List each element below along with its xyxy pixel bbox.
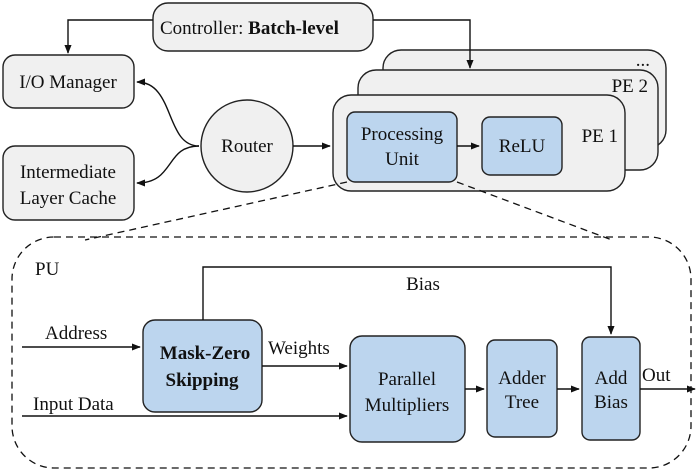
io-manager-box — [2, 54, 135, 109]
bias-arrow — [202, 266, 615, 335]
processing-unit-line1: Processing — [361, 124, 444, 145]
controller-mode: Batch-level — [248, 18, 339, 39]
add-bias-line1: Add — [595, 368, 628, 389]
io-router-link — [136, 78, 200, 147]
input-data-label: Input Data — [33, 394, 114, 415]
pu-label: PU — [35, 259, 60, 280]
controller-box — [152, 2, 374, 52]
out-label: Out — [642, 365, 671, 386]
controller-to-pe-arrow — [373, 19, 474, 69]
router-label: Router — [221, 136, 273, 157]
io-manager-label: I/O Manager — [19, 72, 117, 93]
cache-label-line1: Intermediate — [20, 162, 116, 183]
processing-unit-line2: Unit — [385, 149, 420, 170]
adder-line2: Tree — [505, 392, 539, 413]
pe2-label: PE 2 — [612, 76, 648, 97]
controller-to-io-arrow — [64, 19, 153, 54]
cache-box — [2, 145, 135, 221]
adder-line1: Adder — [498, 368, 546, 389]
pu-container — [11, 236, 692, 469]
processing-unit-box — [346, 111, 458, 183]
address-label: Address — [45, 323, 107, 344]
pe1-label: PE 1 — [582, 126, 618, 147]
zoom-line-right — [456, 181, 613, 241]
mask-zero-line1: Mask-Zero — [160, 343, 250, 364]
controller-prefix: Controller: — [160, 18, 248, 39]
bias-label: Bias — [406, 274, 440, 295]
zoom-line-left — [84, 181, 348, 241]
cache-label-line2: Layer Cache — [20, 188, 117, 209]
pe-more-label: ... — [636, 50, 650, 71]
weights-label: Weights — [268, 338, 330, 359]
mask-zero-box — [142, 319, 263, 413]
controller-label: Controller: Batch-level — [160, 18, 339, 39]
add-bias-line2: Bias — [594, 392, 628, 413]
cache-router-link — [136, 145, 200, 187]
relu-label: ReLU — [499, 136, 546, 157]
multipliers-line2: Multipliers — [365, 395, 449, 416]
relu-box — [481, 116, 563, 176]
mask-zero-line2: Skipping — [166, 370, 239, 391]
multipliers-line1: Parallel — [378, 369, 436, 390]
